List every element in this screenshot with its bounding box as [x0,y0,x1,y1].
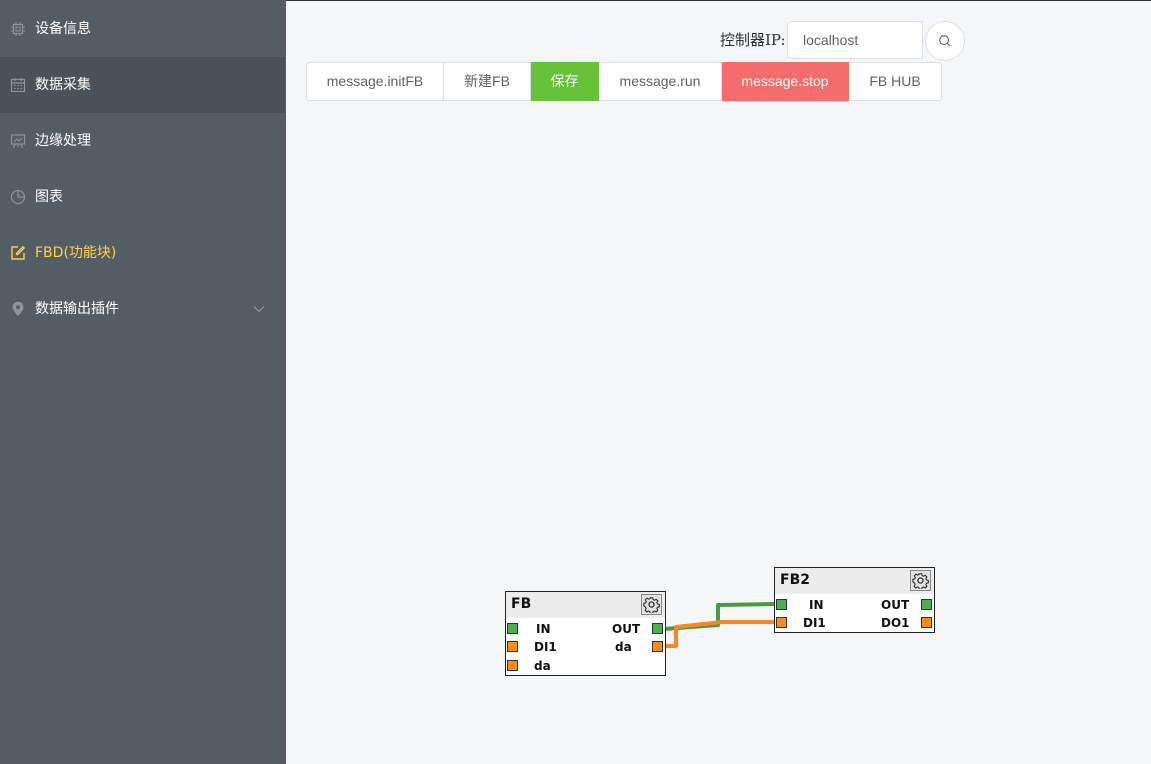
port-label: DI1 [534,640,557,654]
gear-icon [912,573,929,589]
block-header[interactable] [775,568,934,594]
output-port-out[interactable] [921,599,932,610]
input-port-da[interactable] [507,660,518,671]
search-icon [939,35,951,47]
sidebar-item-data-output-plugins[interactable]: 数据输出插件 [0,281,285,337]
sidebar-item-edge-processing[interactable]: 边缘处理 [0,113,285,169]
block-title: FB [511,596,532,612]
stop-button[interactable]: message.stop [722,62,849,101]
sidebar-edge [285,337,286,764]
presentation-board-icon [10,134,26,149]
edit-icon [11,245,26,260]
new-fb-button[interactable]: 新建FB [444,62,531,101]
chevron-down-icon[interactable] [253,305,265,313]
sidebar-item-label: 边缘处理 [35,133,91,149]
sidebar-item-fbd[interactable]: FBD(功能块) [0,225,285,281]
sidebar-item-label: FBD(功能块) [35,245,117,261]
block-header[interactable] [506,592,665,618]
save-button[interactable]: 保存 [531,62,599,101]
cpu-icon [11,22,25,36]
output-port-out[interactable] [652,623,663,634]
output-port-do1[interactable] [921,617,932,628]
block-settings-button[interactable] [641,594,662,615]
port-label: OUT [881,598,910,612]
sidebar-item-label: 数据输出插件 [35,301,119,317]
sidebar-item-device-info[interactable]: 设备信息 [0,1,285,57]
sidebar-item-label: 设备信息 [35,21,91,37]
output-port-da[interactable] [652,641,663,652]
search-button[interactable] [925,21,965,61]
gear-icon [643,597,660,613]
port-label: da [534,659,551,673]
location-pin-icon [12,301,24,316]
function-block-fb[interactable]: FB IN DI1 da OUT da [505,591,666,676]
calendar-icon [10,78,26,93]
port-label: da [615,640,632,654]
port-label: DI1 [803,616,826,630]
toolbar-button-group: message.initFB 新建FB 保存 message.run messa… [306,62,942,101]
port-label: IN [809,598,824,612]
controller-ip-input[interactable] [787,21,923,59]
sidebar-item-charts[interactable]: 图表 [0,169,285,225]
pie-chart-icon [10,189,26,205]
input-port-in[interactable] [507,623,518,634]
port-label: OUT [612,622,641,636]
sidebar-item-label: 数据采集 [35,77,91,93]
input-port-in[interactable] [776,599,787,610]
top-border [0,0,1151,1]
sidebar-menu: 设备信息 数据采集 边缘处理 图表 FBD(功能块) [0,0,286,764]
function-block-fb2[interactable]: FB2 IN DI1 OUT DO1 [774,567,935,633]
port-label: DO1 [881,616,910,630]
controller-ip-label: 控制器IP: [720,31,786,49]
block-settings-button[interactable] [910,570,931,591]
input-port-di1[interactable] [507,641,518,652]
sidebar-item-label: 图表 [35,189,63,205]
block-title: FB2 [780,572,810,588]
sidebar-item-data-collection[interactable]: 数据采集 [0,57,285,113]
run-button[interactable]: message.run [599,62,722,101]
init-fb-button[interactable]: message.initFB [306,62,444,101]
fb-hub-button[interactable]: FB HUB [849,62,942,101]
port-label: IN [536,622,551,636]
input-port-di1[interactable] [776,617,787,628]
fbd-canvas[interactable] [286,1,1151,764]
